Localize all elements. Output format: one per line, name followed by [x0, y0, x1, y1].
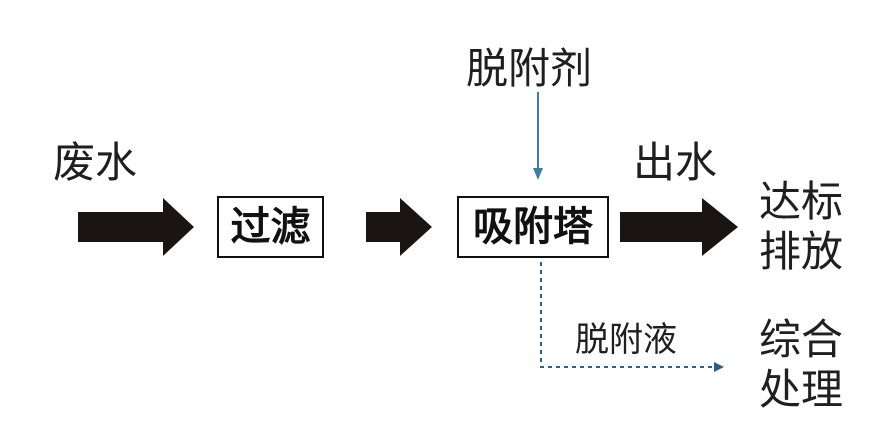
- filter-to-tower-arrow: [366, 198, 432, 256]
- desorbent-arrowhead: [533, 168, 543, 180]
- discharge-label: 达标 排放: [759, 181, 843, 273]
- output-arrow: [620, 198, 738, 256]
- treatment-label-line-1: 综合: [759, 315, 844, 364]
- eluate-label: 脱附液: [575, 320, 677, 360]
- output-label: 出水: [633, 138, 718, 187]
- step-box-adsorption-tower: 吸附塔: [457, 196, 609, 258]
- discharge-label-line-1: 达标: [759, 177, 844, 226]
- desorbent-label: 脱附剂: [466, 44, 593, 93]
- treatment-label-line-2: 处理: [759, 365, 844, 414]
- input-label: 废水: [53, 138, 138, 187]
- eluate-line: [540, 262, 714, 368]
- input-arrow: [78, 198, 194, 256]
- discharge-label-line-2: 排放: [759, 227, 844, 276]
- step-box-filtration: 过滤: [217, 196, 324, 258]
- treatment-label: 综合 处理: [759, 319, 843, 411]
- connections: [78, 92, 738, 372]
- eluate-arrowhead: [714, 362, 724, 372]
